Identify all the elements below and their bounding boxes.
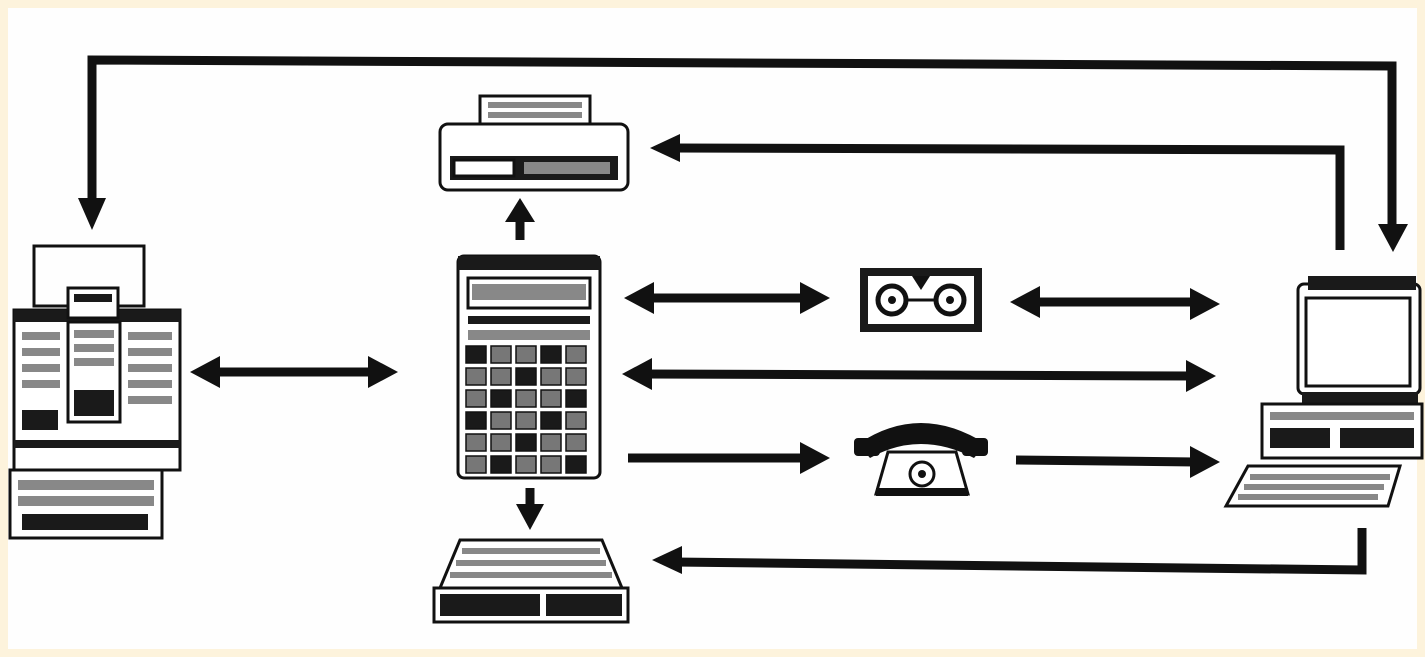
calculator-key (541, 412, 561, 429)
mainframe-terminal-icon (10, 246, 180, 538)
personal-computer-icon (1226, 276, 1422, 506)
calculator-key (566, 368, 586, 385)
calculator-key (466, 456, 486, 473)
connector-computer-to-printer (650, 134, 1340, 250)
calculator-key (566, 390, 586, 407)
calculator-key (466, 368, 486, 385)
calculator-key (566, 346, 586, 363)
calculator-icon (458, 256, 600, 478)
connector-calculator-computer (622, 358, 1216, 392)
calculator-key (466, 390, 486, 407)
calculator-key (491, 434, 511, 451)
calculator-key (541, 390, 561, 407)
printer-icon (440, 96, 628, 190)
connector-calculator-cassette (624, 282, 830, 314)
calculator-key (516, 412, 536, 429)
calculator-key (541, 368, 561, 385)
calculator-key (541, 456, 561, 473)
connector-calculator-to-keyboard (516, 488, 544, 530)
connector-cassette-computer (1010, 286, 1220, 320)
calculator-key (566, 412, 586, 429)
calculator-key (491, 412, 511, 429)
calculator-key (466, 412, 486, 429)
calculator-key (516, 346, 536, 363)
calculator-key (541, 434, 561, 451)
calculator-key (491, 346, 511, 363)
cassette-tape-icon (860, 268, 982, 332)
calculator-key (516, 368, 536, 385)
calculator-key (491, 368, 511, 385)
connector-calculator-to-telephone (628, 442, 830, 474)
calculator-key (566, 456, 586, 473)
connector-computer-to-mainframe (78, 60, 1408, 252)
calculator-key (466, 434, 486, 451)
calculator-key (516, 434, 536, 451)
keyboard-icon (434, 540, 628, 622)
calculator-key (491, 456, 511, 473)
connector-telephone-to-computer (1016, 446, 1220, 478)
connector-calculator-to-printer (505, 198, 535, 240)
connector-computer-to-keyboard (652, 528, 1362, 574)
connector-mainframe-calculator (190, 356, 398, 388)
calculator-key (516, 390, 536, 407)
telephone-icon (854, 423, 988, 496)
calculator-key (516, 456, 536, 473)
calculator-key (566, 434, 586, 451)
calculator-key (466, 346, 486, 363)
calculator-key (491, 390, 511, 407)
calculator-key (541, 346, 561, 363)
